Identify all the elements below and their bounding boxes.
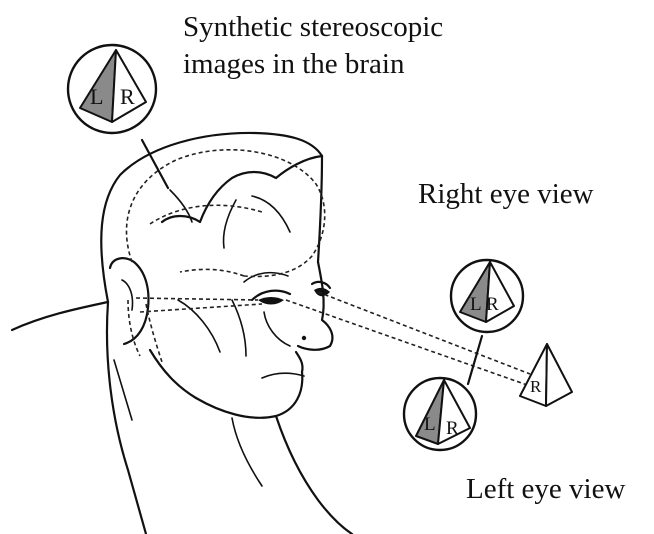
brain-label-line2: images in the brain xyxy=(183,47,404,81)
right-view-pyramid-left-face: L xyxy=(470,294,482,315)
left-eye-view-image: L R xyxy=(404,378,476,450)
left-eye-view-label: Left eye view xyxy=(466,472,625,506)
brain-pyramid-right-face: R xyxy=(120,84,135,109)
right-eye-view-image: L R xyxy=(451,260,523,384)
brain-pyramid-left-face: L xyxy=(90,84,103,109)
brain-label-line1: Synthetic stereoscopic xyxy=(183,10,443,44)
right-view-pyramid-right-face: R xyxy=(486,294,499,315)
brain-stereo-image: L R xyxy=(68,45,168,188)
left-view-pyramid-right-face: R xyxy=(446,418,459,439)
head-illustration xyxy=(12,133,352,534)
left-view-pyramid-left-face: L xyxy=(424,414,436,435)
right-eye-view-label: Right eye view xyxy=(418,177,594,211)
object-pyramid: R xyxy=(520,344,572,406)
object-pyramid-right-face: R xyxy=(530,377,542,396)
